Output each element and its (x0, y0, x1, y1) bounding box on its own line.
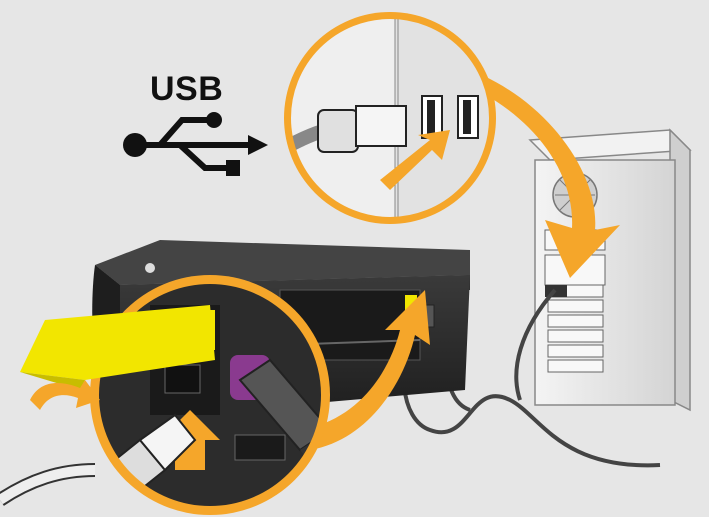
curved-arrow-icon (30, 380, 100, 410)
usb-a-plug (355, 105, 407, 147)
hp-logo-icon (145, 263, 155, 273)
warning-ribbon (20, 305, 215, 380)
insert-arrow-icon (380, 130, 450, 190)
ethernet-port (164, 364, 201, 394)
callout-arrow-to-printer (300, 290, 430, 450)
callout-arrow-to-computer (455, 65, 620, 278)
computer-tower (528, 128, 692, 412)
arrow-right-icon (248, 135, 268, 155)
usb-symbol-icon (123, 112, 268, 176)
usb-connection-label: USB (150, 70, 224, 108)
magnified-computer-port (284, 12, 496, 224)
usb-port-slot (421, 95, 479, 139)
